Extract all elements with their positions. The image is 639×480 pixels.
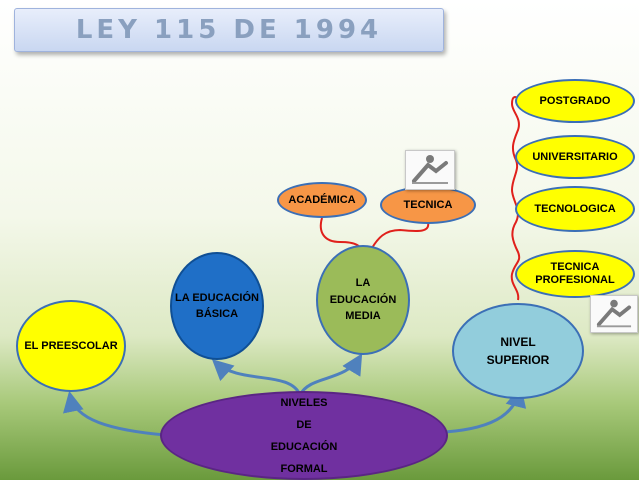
node-niveles-line-3: EDUCACIÓN: [270, 440, 338, 453]
arrow-to-basica: [211, 359, 302, 396]
node-niveles-line-2: DE: [296, 418, 312, 431]
node-basica-line-1: LA EDUCACIÓN: [175, 291, 259, 304]
connector-tecnica: [371, 221, 430, 249]
node-educacion-basica: LA EDUCACIÓN BÁSICA: [170, 252, 264, 360]
node-tecprof-line-2: PROFESIONAL: [535, 274, 615, 286]
node-educacion-media: LA EDUCACIÓN MEDIA: [316, 245, 410, 355]
node-media-line-1: LA: [355, 277, 371, 290]
node-niveles-line-1: NIVELES: [280, 396, 328, 409]
node-tecnologica-label: TECNOLOGICA: [534, 202, 616, 215]
node-media-line-3: MEDIA: [345, 310, 381, 323]
node-tecnologica: TECNOLOGICA: [515, 186, 635, 232]
connector-superior-stack: [510, 96, 521, 301]
node-preescolar: EL PREESCOLAR: [16, 300, 126, 392]
node-tecnica: TECNICA: [380, 186, 476, 224]
sena-logo-icon: [405, 150, 455, 190]
node-basica-line-2: BÁSICA: [195, 308, 239, 320]
node-tecnica-label: TECNICA: [403, 198, 453, 211]
node-postgrado: POSTGRADO: [515, 79, 635, 123]
node-postgrado-label: POSTGRADO: [539, 94, 611, 107]
node-academica-label: ACADÉMICA: [288, 193, 356, 206]
node-academica: ACADÉMICA: [277, 182, 367, 218]
node-media-line-2: EDUCACIÓN: [329, 293, 397, 306]
sena-logo-icon: [590, 295, 638, 333]
page-title: LEY 115 DE 1994: [75, 15, 383, 45]
node-niveles-educacion-formal: NIVELES DE EDUCACIÓN FORMAL: [160, 391, 448, 480]
arrow-to-media: [298, 353, 363, 396]
node-preescolar-label: EL PREESCOLAR: [24, 339, 118, 352]
node-tecnica-profesional: TECNICA PROFESIONAL: [515, 250, 635, 298]
node-universitario-label: UNIVERSITARIO: [532, 150, 618, 163]
node-universitario: UNIVERSITARIO: [515, 135, 635, 179]
node-niveles-line-4: FORMAL: [280, 462, 328, 475]
node-superior-line-2: SUPERIOR: [486, 353, 550, 367]
node-tecprof-line-1: TECNICA: [550, 260, 600, 273]
node-superior-line-1: NIVEL: [500, 335, 536, 349]
arrow-to-preescolar: [63, 390, 166, 437]
node-nivel-superior: NIVEL SUPERIOR: [452, 303, 584, 399]
title-bar: LEY 115 DE 1994: [14, 8, 444, 52]
